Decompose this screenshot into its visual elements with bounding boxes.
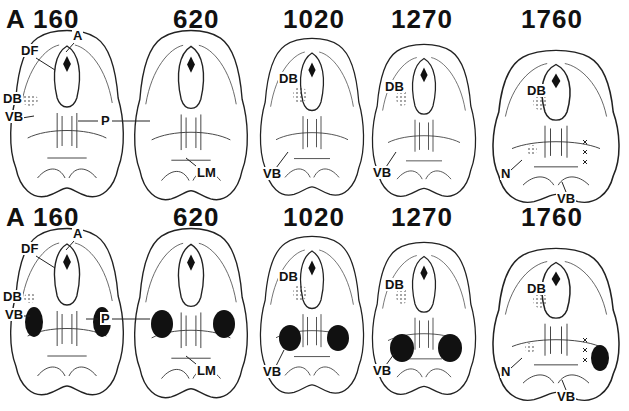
region-label: VB	[262, 365, 282, 378]
section-level: A 160	[5, 6, 80, 32]
section-level: 1020	[282, 6, 346, 32]
section-level: 1020	[282, 204, 346, 230]
region-label: DB	[384, 278, 405, 291]
region-label: DB	[526, 282, 547, 295]
section-level: 620	[172, 6, 220, 32]
region-label: VB	[372, 166, 392, 179]
region-label: A	[72, 227, 83, 240]
region-label: VB	[4, 308, 24, 321]
region-label: P	[100, 114, 111, 127]
section-level: 1760	[520, 6, 584, 32]
region-label: DB	[278, 72, 299, 85]
region-label: VB	[372, 364, 392, 377]
region-label: DB	[384, 80, 405, 93]
region-label: A	[72, 29, 83, 42]
section-level: 620	[172, 204, 220, 230]
region-label: DB	[278, 270, 299, 283]
region-label: VB	[4, 110, 24, 123]
section-level: 1760	[520, 204, 584, 230]
region-label: N	[500, 365, 511, 378]
region-label: LM	[196, 166, 217, 179]
region-label: P	[100, 312, 111, 325]
region-label: DB	[2, 290, 23, 303]
section-level: 1270	[390, 204, 454, 230]
region-label: DF	[20, 44, 39, 57]
section-level: 1270	[390, 6, 454, 32]
region-label: DF	[20, 242, 39, 255]
section-level: A 160	[5, 204, 80, 230]
region-label: DB	[2, 92, 23, 105]
region-label: VB	[556, 390, 576, 403]
region-label: VB	[262, 167, 282, 180]
region-label: LM	[196, 364, 217, 377]
region-label: N	[500, 167, 511, 180]
region-label: DB	[526, 84, 547, 97]
